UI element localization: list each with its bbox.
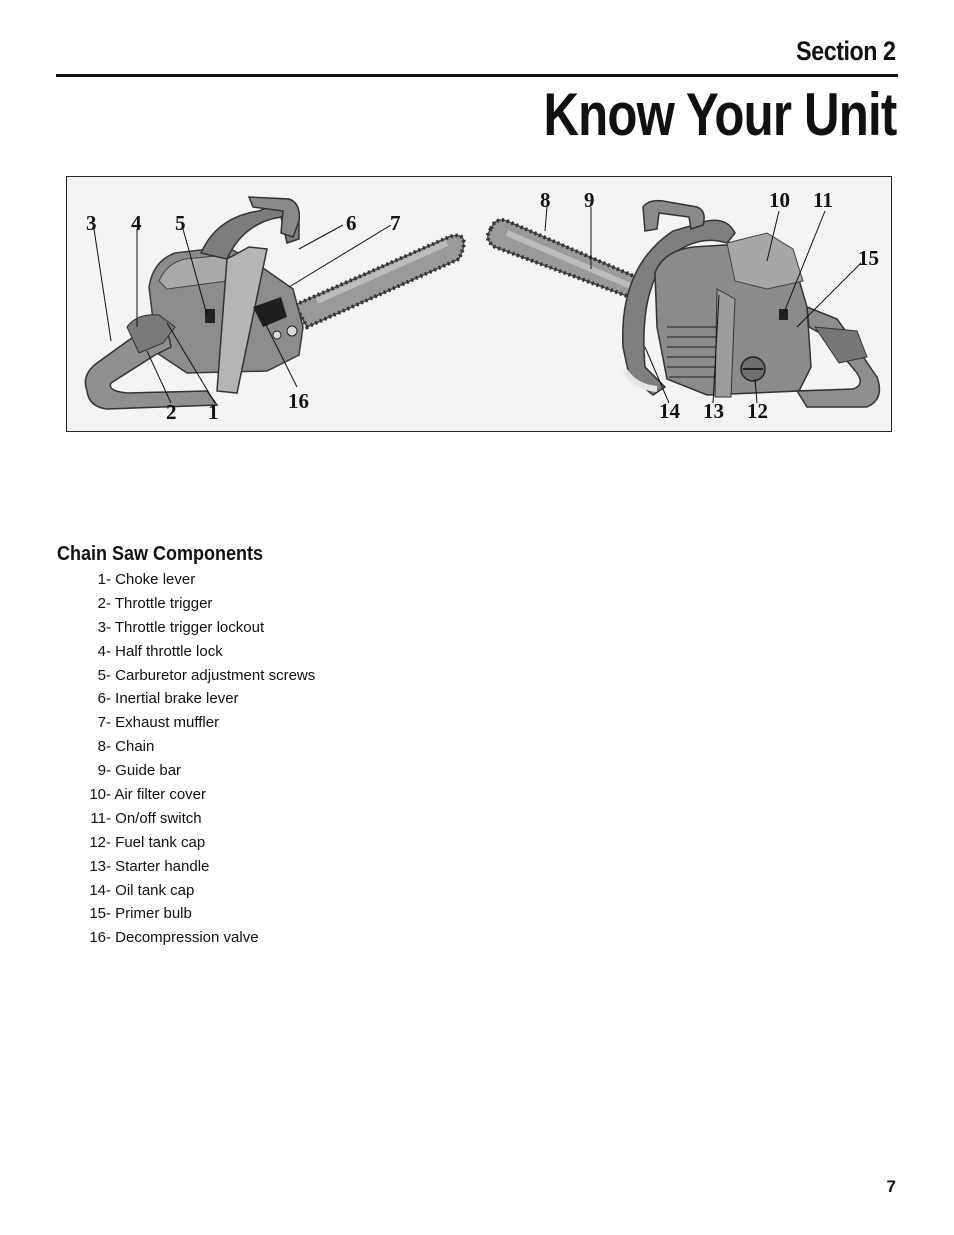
- list-item: 2- Throttle trigger: [0, 594, 400, 618]
- component-label: - Throttle trigger: [106, 594, 213, 612]
- component-number: 8: [97, 738, 106, 756]
- callout-label: 2: [166, 400, 177, 424]
- component-number: 13: [89, 857, 106, 875]
- chainsaw-figure: 3 4 5 6 7 2 1 16 8 9 10 11 15 14 13 12: [66, 176, 892, 432]
- callout-label: 9: [584, 188, 595, 212]
- callout-label: 16: [288, 389, 309, 413]
- callout-label: 11: [813, 188, 833, 212]
- component-label: - On/off switch: [106, 809, 202, 827]
- callout-label: 6: [346, 211, 357, 235]
- callout-label: 1: [208, 400, 219, 424]
- callout-label: 13: [703, 399, 724, 423]
- list-item: 14- Oil tank cap: [0, 881, 400, 905]
- chainsaw-illustration: [84, 196, 881, 410]
- component-number: 11: [90, 809, 106, 827]
- list-item: 5- Carburetor adjustment screws: [0, 666, 400, 690]
- page-number: 7: [886, 1177, 896, 1196]
- component-label: - Decompression valve: [106, 929, 259, 947]
- component-number: 12: [89, 833, 106, 851]
- list-item: 6- Inertial brake lever: [0, 689, 400, 713]
- component-number: 4: [97, 642, 106, 660]
- component-number: 5: [97, 666, 106, 684]
- component-number: 6: [97, 690, 106, 708]
- component-label: - Choke lever: [106, 571, 196, 588]
- list-item: 4- Half throttle lock: [0, 642, 400, 666]
- right-chainsaw: [485, 199, 881, 408]
- component-label: - Exhaust muffler: [106, 714, 220, 732]
- component-label: - Starter handle: [106, 857, 210, 875]
- component-number: 14: [89, 881, 106, 899]
- component-number: 1: [97, 571, 106, 588]
- list-item: 7- Exhaust muffler: [0, 713, 400, 737]
- list-item: 15- Primer bulb: [0, 904, 400, 928]
- list-item: 10- Air filter cover: [0, 785, 400, 809]
- component-number: 10: [89, 786, 106, 804]
- callout-label: 10: [769, 188, 790, 212]
- left-chainsaw: [84, 196, 466, 410]
- callout-label: 3: [86, 211, 97, 235]
- component-number: 2: [97, 594, 106, 612]
- callout-label: 8: [540, 188, 551, 212]
- callout-label: 12: [747, 399, 768, 423]
- component-label: - Chain: [106, 738, 155, 756]
- list-item: 11- On/off switch: [0, 809, 400, 833]
- component-label: - Inertial brake lever: [106, 690, 239, 708]
- component-label: - Throttle trigger lockout: [106, 618, 265, 636]
- list-item: 13- Starter handle: [0, 857, 400, 881]
- component-label: - Half throttle lock: [106, 642, 223, 660]
- component-number: 7: [97, 714, 106, 732]
- components-heading: Chain Saw Components: [57, 543, 264, 565]
- callout-label: 4: [131, 211, 142, 235]
- callout-label: 15: [858, 246, 879, 270]
- list-item: 9- Guide bar: [0, 761, 400, 785]
- list-item: 1- Choke lever: [0, 570, 400, 594]
- component-label: - Guide bar: [106, 762, 182, 780]
- component-number: 9: [97, 762, 106, 780]
- component-label: - Oil tank cap: [106, 881, 195, 899]
- component-list: 1- Choke lever 2- Throttle trigger 3- Th…: [0, 570, 400, 952]
- list-item: 16- Decompression valve: [0, 928, 400, 952]
- component-number: 3: [97, 618, 106, 636]
- component-label: - Fuel tank cap: [106, 833, 206, 851]
- component-number: 16: [89, 929, 106, 947]
- callout-label: 7: [390, 211, 401, 235]
- list-item: 8- Chain: [0, 737, 400, 761]
- component-number: 15: [89, 905, 106, 923]
- list-item: 3- Throttle trigger lockout: [0, 618, 400, 642]
- component-label: - Carburetor adjustment screws: [106, 666, 316, 684]
- callout-label: 14: [659, 399, 680, 423]
- header-rule: [56, 74, 898, 77]
- list-item: 12- Fuel tank cap: [0, 833, 400, 857]
- callout-label: 5: [175, 211, 186, 235]
- component-label: - Primer bulb: [106, 905, 192, 923]
- callout-leaders: [93, 206, 862, 404]
- page-title: Know Your Unit: [543, 81, 897, 148]
- section-label: Section 2: [796, 36, 897, 66]
- component-label: - Air filter cover: [106, 786, 207, 804]
